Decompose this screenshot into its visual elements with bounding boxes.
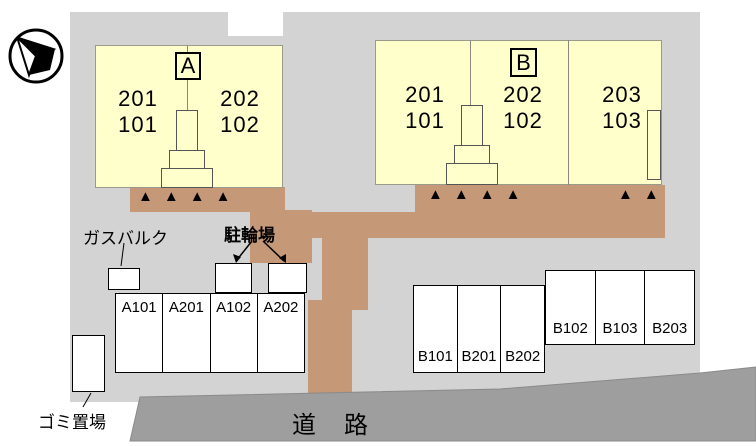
parking-stall: B201 <box>456 286 501 372</box>
entrance-marker-icon: ▲ <box>643 186 659 203</box>
unit-number: 102 <box>503 108 543 133</box>
entrance-marker-icon: ▲ <box>505 186 521 203</box>
parking-stall: B101 <box>414 286 457 372</box>
unit-number: 203 <box>602 82 642 107</box>
building-a-letter: A <box>180 53 196 78</box>
building-a-unit-1: 201 101 <box>102 86 174 138</box>
parking-block-b-upper: B102 B103 B203 <box>545 270 695 345</box>
walkway-under-building-b <box>415 185 665 213</box>
building-b-unit-2: 202 102 <box>487 82 559 134</box>
unit-number: 202 <box>220 86 260 111</box>
parking-stall-label: B102 <box>552 320 588 337</box>
parking-stall: A201 <box>162 294 209 372</box>
parking-stall-label: A102 <box>216 299 252 316</box>
building-b-unit-3: 203 103 <box>586 82 658 134</box>
parking-stall-label: B202 <box>505 348 541 365</box>
walkway-vertical-lower <box>308 300 352 396</box>
parking-block-a: A101 A201 A102 A202 <box>115 293 305 373</box>
parking-stall-label: B101 <box>417 348 453 365</box>
gas-bulk-box <box>108 268 140 290</box>
parking-stall-label: A202 <box>263 299 299 316</box>
unit-number: 201 <box>118 86 158 111</box>
unit-number: 101 <box>405 108 445 133</box>
building-a-stairwell <box>161 168 213 188</box>
building-b-label: B <box>510 48 537 77</box>
entrance-marker-icon: ▲ <box>215 188 231 205</box>
parking-stall-label: A101 <box>121 299 157 316</box>
bicycle-parking-box-right <box>268 263 307 293</box>
building-a-stairwell <box>169 150 205 170</box>
parking-stall: B102 <box>546 271 595 344</box>
building-b-stairwell <box>461 105 483 147</box>
walkway-under-building-a <box>130 187 285 212</box>
building-a-stairwell <box>176 110 198 152</box>
parking-stall: B203 <box>644 271 694 344</box>
building-a-unit-2: 202 102 <box>204 86 276 138</box>
parking-stall: A101 <box>116 294 162 372</box>
north-arrow-icon <box>8 28 64 84</box>
unit-number: 103 <box>602 108 642 133</box>
entrance-marker-icon: ▲ <box>428 186 443 203</box>
building-b <box>375 40 662 185</box>
parking-stall: B103 <box>594 271 645 344</box>
building-b-stairwell <box>454 145 490 165</box>
building-b-side-stair <box>647 110 661 180</box>
unit-number: 202 <box>503 82 543 107</box>
walkway-vertical-upper <box>322 236 368 310</box>
unit-number: 101 <box>118 112 158 137</box>
entrance-markers-b-left: ▲ ▲ ▲ ▲ <box>428 187 520 202</box>
building-b-stairwell <box>446 163 498 185</box>
unit-number: 201 <box>405 82 445 107</box>
entrance-marker-icon: ▲ <box>453 186 469 203</box>
parking-stall: B202 <box>500 286 544 372</box>
parking-stall-label: B103 <box>602 320 638 337</box>
bicycle-parking-box-left <box>215 263 252 293</box>
entrance-marker-icon: ▲ <box>189 188 205 205</box>
parking-stall-label: B201 <box>461 348 497 365</box>
garbage-area-box <box>72 335 105 392</box>
walkway-main-band <box>312 212 665 238</box>
building-b-divider-2 <box>568 40 569 185</box>
bicycle-parking-label: 駐輪場 <box>224 226 275 245</box>
parking-stall-label: B203 <box>652 320 688 337</box>
entrance-marker-icon: ▲ <box>163 188 179 205</box>
unit-number: 102 <box>220 112 260 137</box>
entrance-marker-icon: ▲ <box>479 186 495 203</box>
building-a-label: A <box>175 52 201 80</box>
gas-bulk-label: ガスバルク <box>83 229 168 248</box>
entrance-markers-a: ▲ ▲ ▲ ▲ <box>138 189 230 204</box>
site-top-notch <box>228 12 283 36</box>
parking-stall: A202 <box>256 294 304 372</box>
parking-stall-label: A201 <box>168 299 204 316</box>
entrance-marker-icon: ▲ <box>618 186 633 203</box>
parking-stall: A102 <box>209 294 257 372</box>
building-b-letter: B <box>516 49 531 75</box>
entrance-markers-b-right: ▲ ▲ <box>618 187 659 202</box>
entrance-marker-icon: ▲ <box>138 188 153 205</box>
parking-block-b-lower: B101 B201 B202 <box>413 285 545 373</box>
building-b-unit-1: 201 101 <box>389 82 461 134</box>
road-label: 道 路 <box>292 412 370 439</box>
garbage-area-label: ゴミ置場 <box>38 413 106 432</box>
